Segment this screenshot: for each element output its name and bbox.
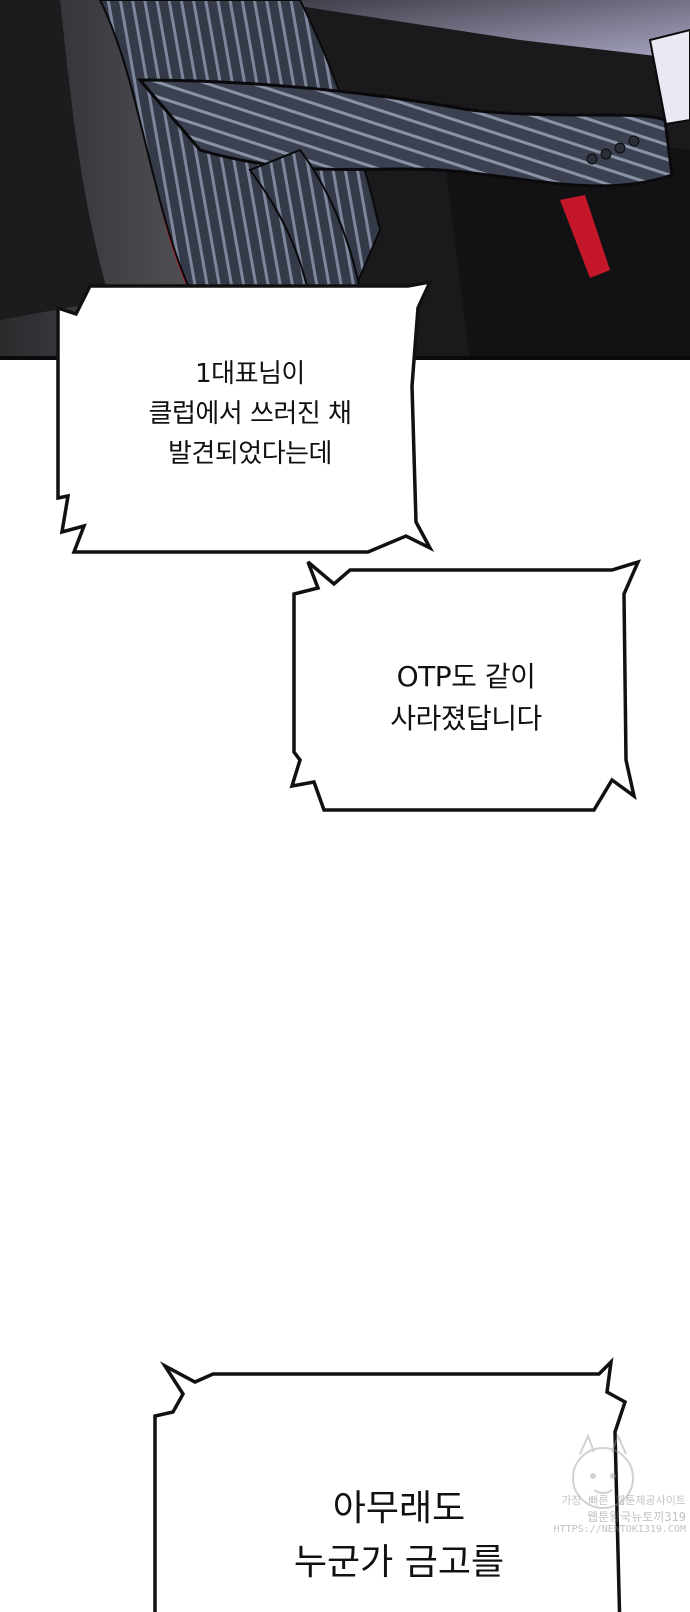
bubble-2-text: OTP도 같이 사라졌답니다 (294, 656, 638, 740)
bubble-1-line-2: 클럽에서 쓰러진 채 (148, 399, 352, 429)
spiky-bubble-outline (289, 559, 642, 812)
bubble-1-text: 1대표님이 클럽에서 쓰러진 채 발견되었다는데 (58, 354, 442, 474)
mascot-logo (572, 1433, 634, 1509)
panel-illustration (0, 0, 690, 360)
watermark-line-1: 가장 빠른 웹툰제공사이트 (561, 1494, 686, 1507)
bubble-3-text: 아무래도 누군가 금고를 (155, 1482, 643, 1590)
watermark-line-2: 웹툰왕국뉴토끼319 (587, 1510, 686, 1524)
bubble-2-line-2: 사라졌답니다 (390, 702, 542, 735)
speech-bubble-2: OTP도 같이 사라졌답니다 (289, 559, 642, 824)
bubble-2-line-1: OTP도 같이 (396, 660, 536, 693)
spiky-bubble-outline (153, 1357, 628, 1612)
site-watermark: 가장 빠른 웹툰제공사이트 웹툰왕국뉴토끼319 HTTPS://NEWTOKI… (518, 1430, 686, 1550)
speech-bubble-3: 아무래도 누군가 금고를 (153, 1357, 643, 1612)
bubble-1-line-3: 발견되었다는데 (168, 439, 332, 469)
watermark-line-3: HTTPS://NEWTOKI319.COM (553, 1524, 686, 1535)
comic-panel-top (0, 0, 690, 360)
bubble-3-line-1: 아무래도 (332, 1488, 466, 1529)
bubble-1-line-1: 1대표님이 (195, 359, 305, 389)
bubble-3-line-2: 누군가 금고를 (293, 1542, 505, 1583)
speech-bubble-1: 1대표님이 클럽에서 쓰러진 채 발견되었다는데 (56, 279, 442, 566)
spiky-bubble-outline (56, 279, 435, 554)
